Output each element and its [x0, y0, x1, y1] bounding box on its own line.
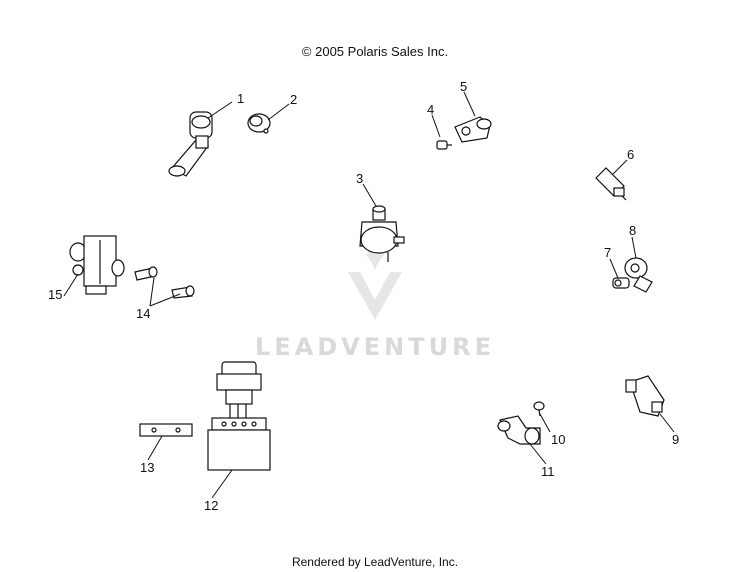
part-5-cam-sensor[interactable] [454, 116, 492, 143]
part-12-module[interactable] [207, 361, 271, 471]
part-9-map-sensor[interactable] [625, 375, 665, 417]
watermark-logo [348, 247, 402, 320]
part-11-speed-sensor[interactable] [497, 415, 541, 445]
callout-2: 2 [290, 92, 297, 107]
part-15-sensor-housing[interactable] [69, 235, 125, 295]
part-4-screw[interactable] [436, 140, 452, 150]
callout-7: 7 [604, 245, 611, 260]
part-6-temp-sensor[interactable] [595, 167, 627, 201]
leader-lines [63, 91, 675, 499]
callout-9: 9 [672, 432, 679, 447]
part-10-bolt[interactable] [533, 401, 545, 417]
part-3-pressure-regulator[interactable] [359, 205, 405, 262]
callout-labels: 1 2 3 4 5 6 7 8 9 10 11 12 13 14 15 [48, 79, 679, 513]
callout-4: 4 [427, 102, 434, 117]
callout-10: 10 [551, 432, 565, 447]
callout-8: 8 [629, 223, 636, 238]
footer-text: Rendered by LeadVenture, Inc. [291, 555, 459, 569]
callout-5: 5 [460, 79, 467, 94]
callout-1: 1 [237, 91, 244, 106]
part-13-bracket[interactable] [139, 423, 193, 437]
callout-11: 11 [541, 464, 555, 479]
callout-12: 12 [204, 498, 218, 513]
part-7-screw[interactable] [612, 277, 630, 289]
callout-3: 3 [356, 171, 363, 186]
callout-6: 6 [627, 147, 634, 162]
part-14-screws[interactable] [134, 266, 195, 299]
callout-14: 14 [136, 306, 150, 321]
part-1-sensor-harness[interactable] [168, 111, 213, 177]
copyright-text: © 2005 Polaris Sales Inc. [301, 44, 449, 59]
callout-13: 13 [140, 460, 154, 475]
watermark-text: LEADVENTURE [255, 333, 495, 361]
callout-15: 15 [48, 287, 62, 302]
part-2-sensor[interactable] [247, 113, 271, 134]
